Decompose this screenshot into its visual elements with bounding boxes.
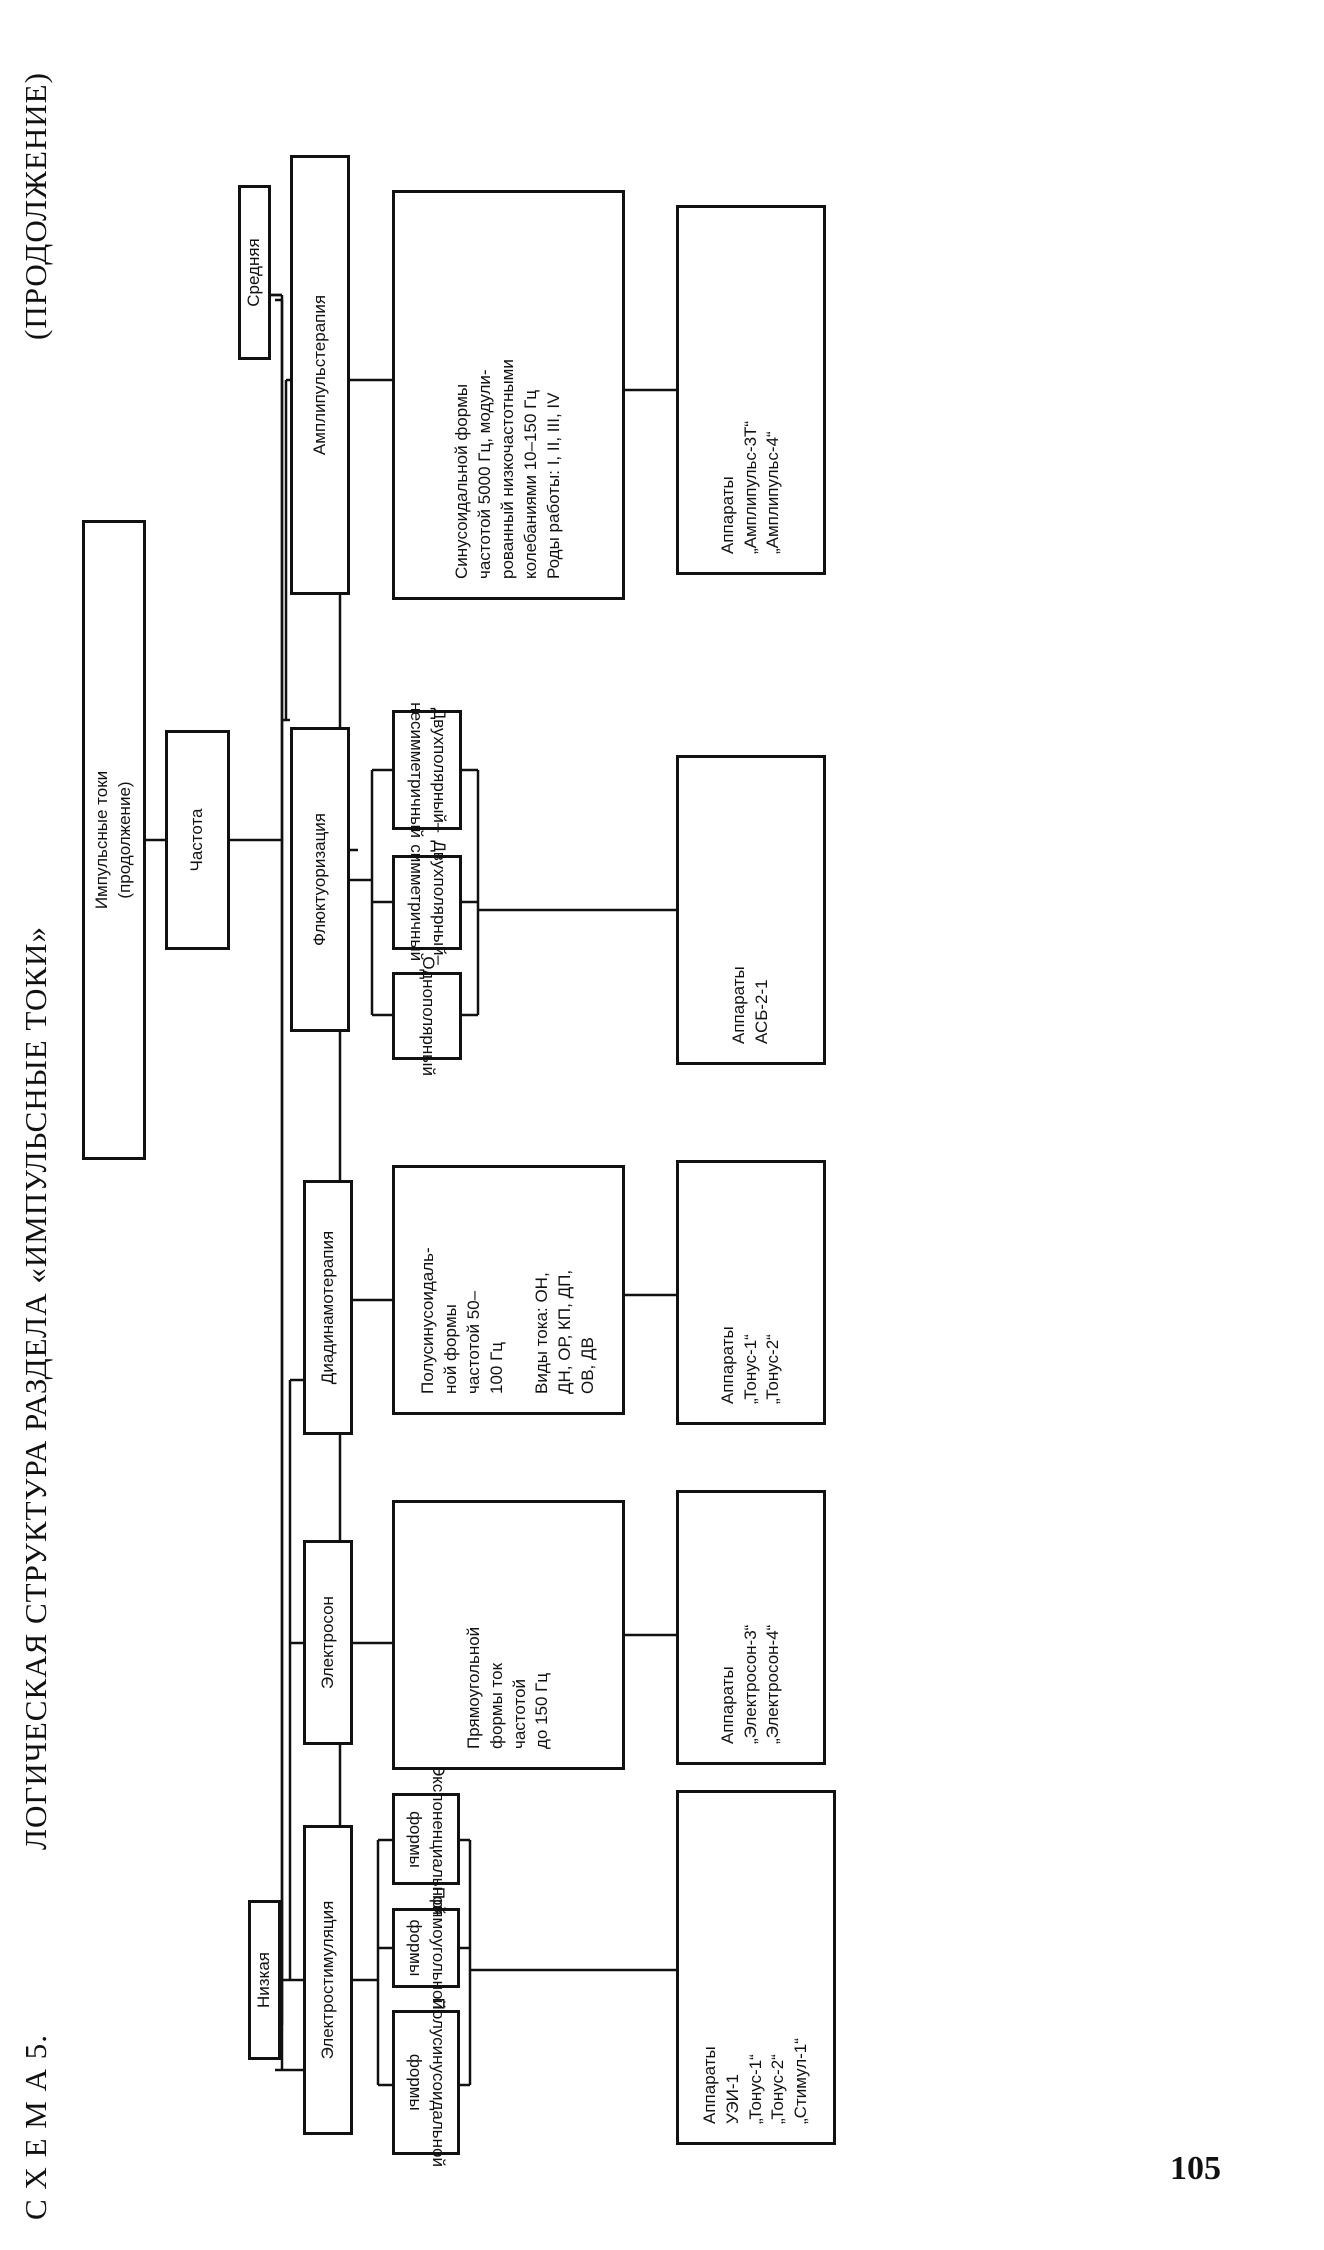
method-diadynamotherapy: Диадинамотерапия xyxy=(303,1180,353,1435)
form-bipolar-symmetric: Двухполярный– симметричный xyxy=(392,840,462,965)
method-amplipulse: Амплипульстерапия xyxy=(290,155,350,595)
description-electroson: Прямоугольной формы ток частотой до 150 … xyxy=(392,1500,625,1770)
devices-electrostimulation: Аппараты УЭИ-1 „Тонус-1“ „Тонус-2“ „Стим… xyxy=(676,1790,836,2145)
description-diadynamotherapy: Полусинусоидаль- ной формы частотой 50– … xyxy=(392,1165,625,1415)
devices-diadynamotherapy: Аппараты „Тонус-1“ „Тонус-2“ xyxy=(676,1160,826,1425)
scheme-label: С Х Е М А 5. xyxy=(18,2034,53,2220)
low-frequency-node: Низкая xyxy=(248,1900,281,2060)
method-electroson: Электросон xyxy=(303,1540,353,1745)
method-electrostimulation: Электростимуляция xyxy=(303,1825,353,2135)
devices-electroson: Аппараты „Электросон-3“ „Электросон-4“ xyxy=(676,1490,826,1765)
scheme-title: ЛОГИЧЕСКАЯ СТРУКТУРА РАЗДЕЛА «ИМПУЛЬСНЫЕ… xyxy=(18,926,53,1850)
form-monopolar: Однополярный xyxy=(392,956,462,1076)
frequency-node: Частота xyxy=(165,730,230,950)
root-node: Импульсные токи (продолжение) xyxy=(82,520,146,1160)
method-fluctuorization: Флюктуоризация xyxy=(290,727,350,1032)
medium-frequency-node: Средняя xyxy=(238,185,271,360)
form-rectangular: Прямоугольной формы xyxy=(392,1887,460,2009)
devices-amplipulse: Аппараты „Амплипульс-3Т“ „Амплипульс-4“ xyxy=(676,205,826,575)
devices-fluctuorization: Аппараты АСБ-2-1 xyxy=(676,755,826,1065)
page-number: 105 xyxy=(1170,2150,1221,2187)
scheme-continuation: (ПРОДОЛЖЕНИЕ) xyxy=(18,72,53,340)
description-amplipulse: Синусоидальной формы частотой 5000 Гц, м… xyxy=(392,190,625,600)
form-bipolar-asymmetric: Двухполярный– несимметричный xyxy=(392,702,462,838)
form-half-sine: Полусинусоидальной формы xyxy=(392,1998,460,2167)
form-exponential: Экспоненциальной формы xyxy=(392,1763,460,1915)
